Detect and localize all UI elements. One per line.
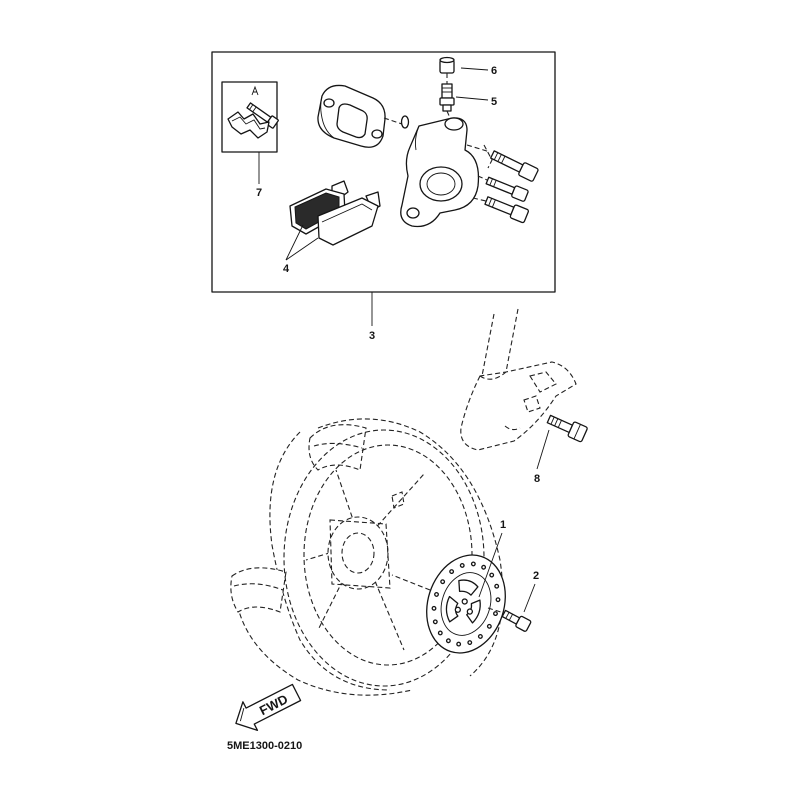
disc-hole bbox=[431, 605, 437, 611]
diagram-code: 5ME1300-0210 bbox=[227, 740, 302, 752]
disc-hole bbox=[495, 597, 501, 603]
bolt-bracket-mark bbox=[483, 144, 493, 169]
disc-alignment-line bbox=[391, 574, 431, 591]
callout-4: 4 bbox=[283, 263, 290, 275]
callout-2: 2 bbox=[533, 570, 539, 582]
front-wheel bbox=[230, 418, 504, 696]
callout-6: 6 bbox=[491, 65, 497, 77]
front-fork bbox=[460, 308, 577, 451]
callout-5: 5 bbox=[491, 96, 497, 108]
disc-hole bbox=[459, 562, 465, 568]
pad-spring bbox=[227, 111, 270, 139]
disc-hole bbox=[445, 638, 451, 644]
disc-hole bbox=[434, 591, 439, 597]
inset-marker-shape bbox=[251, 85, 259, 96]
inset-pad-spring-kit bbox=[221, 81, 279, 153]
disc-hole bbox=[456, 641, 462, 647]
disc-hole bbox=[467, 640, 473, 646]
caliper-bolt-middle bbox=[485, 176, 529, 202]
callout-7: 7 bbox=[256, 187, 262, 199]
disc-hole bbox=[481, 564, 487, 570]
disc-hole bbox=[440, 579, 446, 585]
disc-hole bbox=[494, 583, 500, 589]
caliper-mounting-bolt bbox=[546, 414, 588, 443]
callout-8: 8 bbox=[534, 473, 540, 485]
disc-hole bbox=[432, 619, 438, 625]
caliper-assembly-frame bbox=[211, 51, 556, 293]
bleed-screw bbox=[439, 83, 455, 119]
callout-3: 3 bbox=[369, 330, 375, 342]
disc-hole-ring bbox=[431, 561, 501, 647]
disc-hole bbox=[477, 633, 483, 639]
inset-frame bbox=[221, 81, 278, 153]
disc-bolt bbox=[501, 609, 532, 632]
brake-pads bbox=[289, 180, 381, 246]
fwd-arrow-icon: FWD bbox=[235, 683, 302, 731]
leader-lines bbox=[258, 67, 550, 613]
disc-hole bbox=[470, 561, 476, 567]
disc-hole bbox=[493, 611, 498, 617]
bleed-screw-cap bbox=[439, 56, 455, 84]
caliper-body bbox=[400, 117, 480, 228]
callout-1: 1 bbox=[500, 519, 506, 531]
disc-bolt-alignment-line bbox=[487, 607, 505, 614]
disc-hole bbox=[449, 569, 455, 575]
disc-hole bbox=[489, 572, 495, 578]
bolt-alignment-lines bbox=[466, 144, 491, 202]
disc-hole bbox=[437, 630, 443, 636]
brake-disc bbox=[426, 554, 506, 654]
caliper-bracket bbox=[317, 84, 403, 148]
caliper-bolt-upper bbox=[490, 150, 539, 182]
caliper-bolt-lower bbox=[484, 196, 529, 224]
caliper-o-ring bbox=[400, 115, 410, 129]
pad-pin-bolt bbox=[246, 102, 279, 129]
disc-hole bbox=[486, 623, 492, 629]
